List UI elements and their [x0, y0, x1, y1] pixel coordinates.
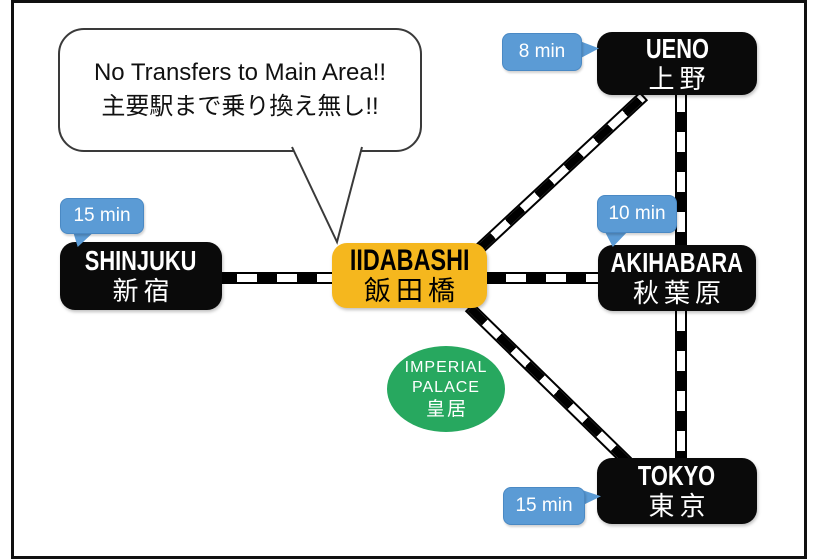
station-name-en: UENO — [645, 32, 709, 64]
imperial-palace-ellipse: IMPERIAL PALACE 皇居 — [387, 346, 505, 432]
station-iidabashi: IIDABASHI 飯田橋 — [332, 243, 487, 308]
imperial-palace-label-en2: PALACE — [412, 378, 480, 396]
callout-text-jp: 主要駅まで乗り換え無し!! — [101, 93, 379, 120]
station-name-jp: 新宿 — [112, 276, 175, 306]
imperial-palace-label-jp: 皇居 — [425, 398, 468, 420]
station-name-jp: 東京 — [648, 491, 711, 521]
time-badge-label: 10 min — [608, 203, 666, 224]
station-name-jp: 飯田橋 — [364, 275, 460, 306]
imperial-palace-label-en1: IMPERIAL — [404, 358, 488, 376]
time-badge-label: 15 min — [515, 495, 573, 516]
station-name-en: SHINJUKU — [85, 245, 197, 276]
time-badge-akihabara: 10 min — [597, 195, 677, 233]
station-shinjuku: SHINJUKU 新宿 — [60, 242, 222, 310]
time-badge-shinjuku: 15 min — [60, 198, 144, 234]
rail-line-shinjuku-iidabashi — [215, 272, 335, 284]
station-akihabara: AKIHABARA 秋葉原 — [598, 245, 756, 311]
station-name-jp: 上野 — [648, 63, 711, 94]
station-name-en: TOKYO — [638, 460, 716, 491]
time-badge-tokyo: 15 min — [503, 487, 585, 525]
station-ueno: UENO 上野 — [597, 32, 757, 95]
callout-tail — [291, 146, 363, 245]
station-name-jp: 秋葉原 — [632, 278, 726, 308]
station-tokyo: TOKYO 東京 — [597, 458, 757, 524]
rail-line-iidabashi-akihabara — [484, 272, 602, 284]
callout-text-en: No Transfers to Main Area!! — [93, 59, 387, 86]
time-badge-ueno: 8 min — [502, 33, 582, 71]
station-name-en: AKIHABARA — [610, 247, 744, 278]
callout-bubble: No Transfers to Main Area!! 主要駅まで乗り換え無し!… — [58, 28, 422, 152]
time-badge-label: 15 min — [73, 205, 131, 226]
station-name-en: IIDABASHI — [349, 243, 470, 277]
rail-line-akihabara-tokyo — [675, 309, 687, 459]
time-badge-label: 8 min — [518, 41, 566, 62]
